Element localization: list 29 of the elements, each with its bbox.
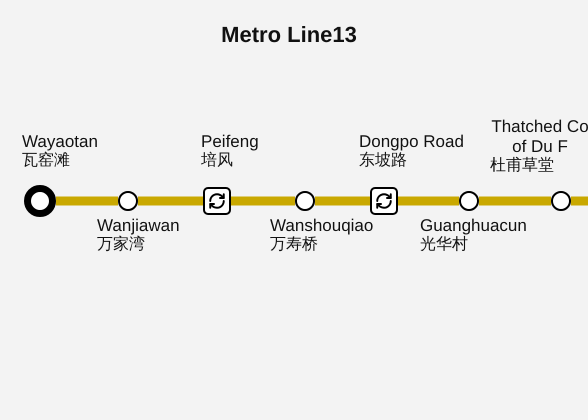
station-name: Peifeng	[201, 132, 259, 152]
station-name: Thatched Co of Du F	[490, 117, 588, 156]
terminal-station-marker	[24, 185, 56, 217]
station-name-chinese: 光华村	[420, 236, 468, 254]
metro-line-segment	[479, 196, 551, 206]
interchange-station-marker	[370, 187, 398, 215]
station-marker	[459, 191, 479, 211]
station-name: Guanghuacun	[420, 216, 527, 236]
station-name-chinese: 瓦窑滩	[22, 152, 70, 170]
metro-line-segment	[231, 196, 295, 206]
station-marker	[551, 191, 571, 211]
metro-line-segment	[315, 196, 370, 206]
station-name: Wanjiawan	[97, 216, 180, 236]
station-name: Wayaotan	[22, 132, 98, 152]
station-name-chinese: 培风	[201, 152, 233, 170]
metro-line-segment	[56, 196, 118, 206]
station-marker	[295, 191, 315, 211]
metro-line-segment	[138, 196, 203, 206]
interchange-station-marker	[203, 187, 231, 215]
station-name-chinese: 杜甫草堂	[490, 157, 554, 176]
station-name-chinese: 东坡路	[359, 152, 407, 170]
metro-line-segment	[571, 196, 588, 206]
station-name: Wanshouqiao	[270, 216, 374, 236]
station-marker	[118, 191, 138, 211]
metro-line-segment	[398, 196, 459, 206]
title: Metro Line13	[220, 22, 358, 48]
station-name: Dongpo Road	[359, 132, 464, 152]
station-name-chinese: 万寿桥	[270, 236, 318, 254]
station-name-chinese: 万家湾	[97, 236, 145, 254]
